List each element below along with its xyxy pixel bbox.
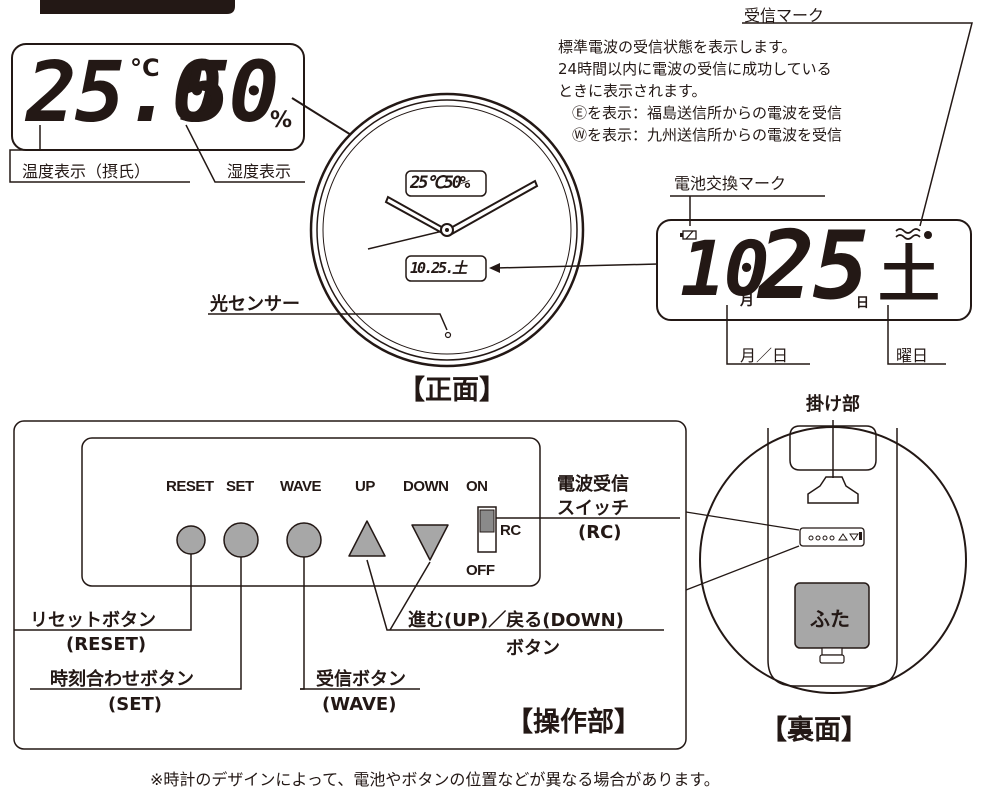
lcd-weekday: 土 bbox=[878, 238, 941, 311]
light-sensor bbox=[444, 331, 452, 339]
lcd-top-frame bbox=[11, 43, 305, 151]
second-hand bbox=[367, 229, 448, 250]
mini-lcd-bottom bbox=[405, 255, 487, 282]
updown-label-2: ボタン bbox=[506, 638, 560, 659]
rc-label: RC bbox=[500, 522, 521, 539]
light-sensor-label: 光センサー bbox=[210, 294, 300, 315]
reception-east-line: Ⓔを表示：福島送信所からの電波を受信 bbox=[572, 104, 843, 122]
lcd-month-unit: 月 bbox=[740, 293, 754, 309]
reset-button[interactable] bbox=[176, 525, 206, 555]
reception-desc-3: ときに表示されます。 bbox=[558, 82, 707, 100]
battery-mark-label: 電池交換マーク bbox=[674, 174, 787, 193]
off-label: OFF bbox=[466, 562, 495, 579]
weekday-label: 曜日 bbox=[896, 346, 929, 365]
temp-display-label: 温度表示（摂氏） bbox=[22, 162, 151, 181]
set-button-label-1: 時刻合わせボタン bbox=[50, 669, 194, 690]
reception-desc-2: 24時間以内に電波の受信に成功している bbox=[558, 60, 832, 78]
month-day-label: 月／日 bbox=[740, 346, 789, 365]
lcd-hum-value: 50 bbox=[180, 43, 279, 141]
hook-slot bbox=[807, 476, 859, 504]
rc-switch-label-3: (RC) bbox=[578, 522, 622, 543]
reset-label: RESET bbox=[166, 478, 214, 495]
lcd-day-unit: 日 bbox=[856, 296, 870, 311]
reception-desc-1: 標準電波の受信状態を表示します。 bbox=[558, 38, 797, 56]
reception-icon bbox=[895, 228, 921, 234]
wave-button[interactable] bbox=[286, 522, 322, 558]
rc-switch-label-1: 電波受信 bbox=[557, 474, 629, 495]
reset-button-label-2: (RESET) bbox=[66, 634, 147, 655]
lcd-month: 10 bbox=[680, 224, 770, 313]
updown-label-1: 進む(UP)／戻る(DOWN) bbox=[408, 610, 624, 631]
reset-button-label-1: リセットボタン bbox=[30, 610, 156, 631]
wave-button-label-2: (WAVE) bbox=[322, 694, 397, 715]
ops-title: 【操作部】 bbox=[506, 707, 641, 738]
back-title: 【裏面】 bbox=[760, 715, 868, 746]
header-tab bbox=[40, 0, 235, 14]
up-button[interactable] bbox=[348, 520, 386, 557]
lcd-temp-value: 25.0 bbox=[26, 43, 222, 141]
back-ops-panel bbox=[799, 527, 865, 547]
lcd-hum-unit: % bbox=[270, 108, 293, 133]
up-label: UP bbox=[355, 478, 375, 495]
wave-button-label-1: 受信ボタン bbox=[316, 669, 406, 690]
hook-label: 掛け部 bbox=[806, 394, 860, 415]
footnote: ※時計のデザインによって、電池やボタンの位置などが異なる場合があります。 bbox=[150, 770, 720, 789]
set-button[interactable] bbox=[223, 522, 259, 558]
mini-lcd-bottom-text: 10.25.土 bbox=[410, 259, 467, 277]
cover-label: ふた bbox=[810, 607, 850, 631]
mini-lcd-top-text: 25℃50% bbox=[410, 173, 470, 193]
rc-switch-label-2: スイッチ bbox=[557, 498, 629, 519]
front-title: 【正面】 bbox=[398, 375, 506, 406]
down-label: DOWN bbox=[403, 478, 449, 495]
lcd-day: 25 bbox=[758, 212, 869, 321]
set-label: SET bbox=[226, 478, 254, 495]
lcd-temp-unit: °C bbox=[130, 54, 160, 82]
wave-label: WAVE bbox=[280, 478, 322, 495]
reception-west-line: Ⓦを表示：九州送信所からの電波を受信 bbox=[572, 126, 843, 144]
humidity-display-label: 湿度表示 bbox=[227, 162, 292, 181]
down-button[interactable] bbox=[411, 524, 449, 561]
lcd-bottom-frame bbox=[656, 219, 972, 321]
reception-mark-title: 受信マーク bbox=[744, 6, 825, 25]
mini-lcd-top bbox=[405, 170, 487, 197]
on-label: ON bbox=[466, 478, 488, 495]
set-button-label-2: (SET) bbox=[108, 694, 162, 715]
